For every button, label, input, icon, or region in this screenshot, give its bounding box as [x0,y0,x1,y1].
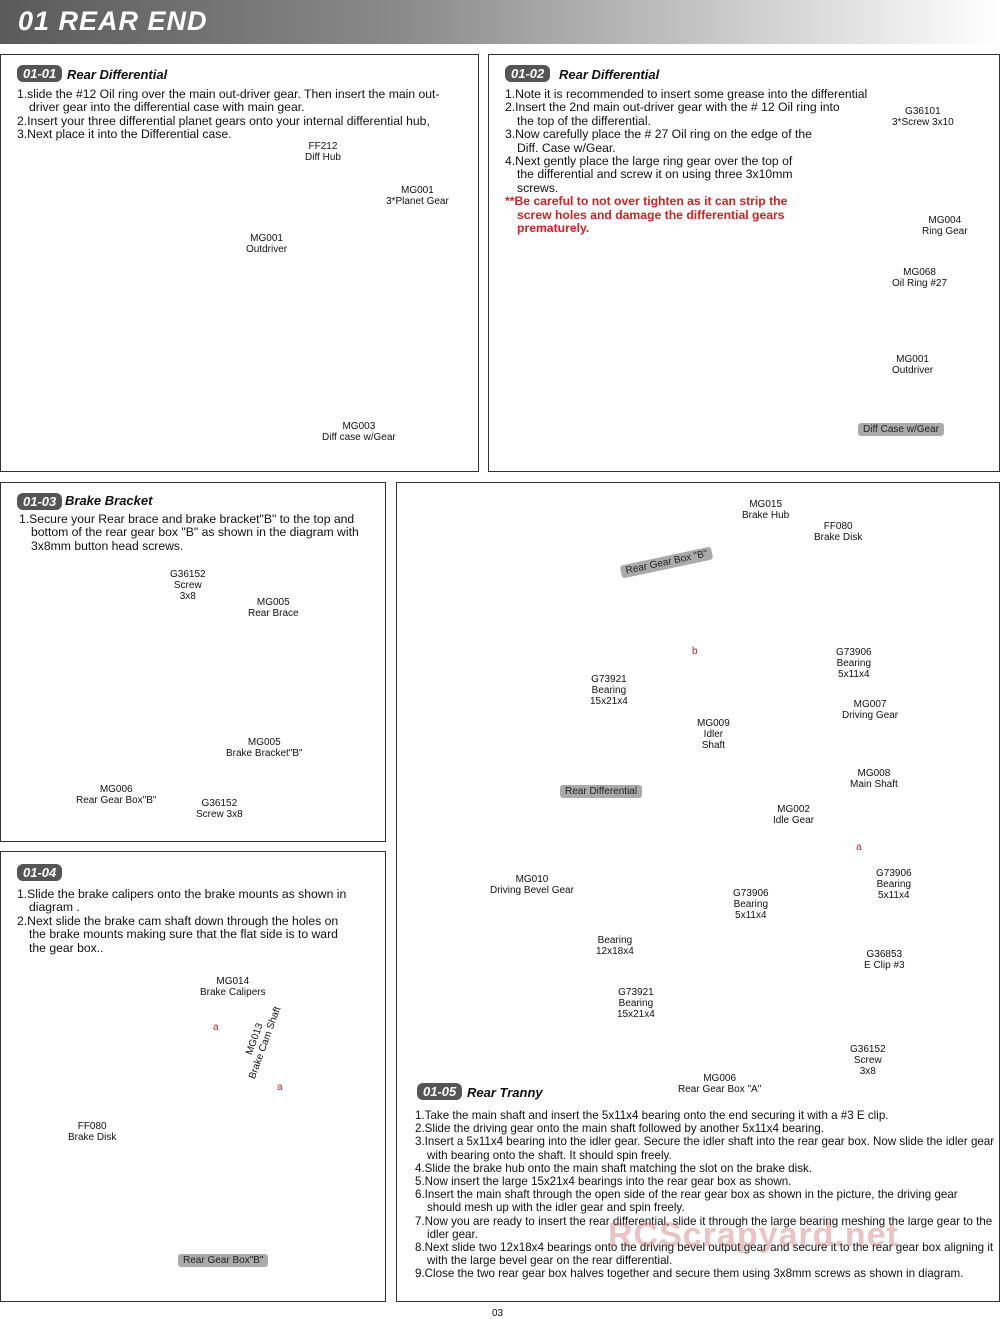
label-g36152: G36152 Screw 3x8 [850,1044,886,1077]
label-mg014: MG014 Brake Calipers [200,976,266,998]
label-mg006: MG006 Rear Gear Box "A" [678,1073,762,1095]
panel-brake-bracket: 01-03 Brake Bracket 1.Secure your Rear b… [0,482,386,842]
label-mg003: MG003 Diff case w/Gear [322,421,396,443]
step-badge: 01-05 [417,1083,463,1100]
instruction-step: 2.Slide the driving gear onto the main s… [415,1122,825,1136]
label-a: a [213,1022,219,1033]
panel-title: Rear Differential [559,67,660,82]
panel-title: Brake Bracket [65,493,153,508]
instruction-step: 5.Now insert the large 15x21x4 bearings … [415,1175,792,1189]
label-mg010: MG010 Driving Bevel Gear [490,874,574,896]
page-header: 01 REAR END [0,0,1000,44]
tag-rear-differential: Rear Differential [560,785,643,798]
instruction-step: 1.Secure your Rear brace and brake brack… [19,512,359,553]
tag-rear-gear-box-b: Rear Gear Box"B" [178,1254,269,1267]
panel-rear-differential-2: 01-02 Rear Differential 1.Note it is rec… [488,54,1000,472]
instruction-step: 1.Take the main shaft and insert the 5x1… [415,1109,889,1122]
label-ff212: FF212 Diff Hub [305,141,341,163]
instruction-list: 1.Secure your Rear brace and brake brack… [19,512,379,553]
warning-text: **Be careful to not over tighten as it c… [505,194,788,236]
page-number: 03 [492,1308,504,1319]
instruction-list: 1.slide the #12 Oil ring over the main o… [17,87,467,142]
instruction-list: 1.Take the main shaft and insert the 5x1… [415,1109,995,1281]
instruction-step: 2.Insert the 2nd main out-driver gear wi… [505,100,840,128]
label-mg004: MG004 Ring Gear [922,215,968,237]
step-badge: 01-02 [505,65,551,82]
label-bearing-12x18x4: Bearing 12x18x4 [596,935,634,957]
watermark: RCScrapyard.net [608,1216,899,1254]
label-mg005-bracket: MG005 Brake Bracket"B" [226,737,303,759]
label-ff080: FF080 Brake Disk [814,521,863,543]
instruction-step: 9.Close the two rear gear box halves tog… [415,1267,964,1281]
label-a: a [856,842,862,853]
label-grease: Grease [756,330,786,340]
label-g73906-right: G73906 Bearing 5x11x4 [876,868,912,901]
label-g36853: G36853 E Clip #3 [864,949,905,971]
instruction-step: 1.slide the #12 Oil ring over the main o… [17,87,440,115]
step-badge: 01-01 [17,65,63,82]
label-mg006: MG006 Rear Gear Box"B" [76,784,157,806]
panel-rear-tranny: 01-05 Rear Tranny 1.Take the main shaft … [396,482,1000,1302]
step-badge: 01-03 [17,493,63,510]
instruction-step: 1.Note it is recommended to insert some … [505,87,868,101]
label-b: b [692,646,698,657]
label-g73906-mid: G73906 Bearing 5x11x4 [733,888,769,921]
instruction-step: 4.Next gently place the large ring gear … [505,154,793,195]
label-mg001-planet: MG001 3*Planet Gear [386,185,449,207]
label-mg002: MG002 Idle Gear [773,804,815,826]
label-mg001: MG001 Outdriver [892,354,934,376]
label-mg009: MG009 Idler Shaft [697,718,730,751]
page-title: 01 REAR END [18,6,208,36]
label-g73921-bottom: G73921 Bearing 15x21x4 [617,987,655,1020]
panel-rear-differential-1: 01-01 Rear Differential 1.slide the #12 … [0,54,479,472]
label-mg005-brace: MG005 Rear Brace [248,597,299,619]
instruction-step: 2.Next slide the brake cam shaft down th… [17,913,339,955]
instruction-step: 2.Insert your three differential planet … [17,113,430,128]
instruction-list: 1.Note it is recommended to insert some … [505,87,935,236]
instruction-step: 7.Now you are ready to insert the rear d… [415,1214,993,1241]
instruction-step: 4.Slide the brake hub onto the main shaf… [415,1161,813,1175]
tag-diff-case: Diff Case w/Gear [858,423,944,436]
instruction-step: 3.Insert a 5x11x4 bearing into the idler… [415,1135,995,1162]
label-g36101: G36101 3*Screw 3x10 [892,106,954,128]
label-g36152-bottom: G36152 Screw 3x8 [196,798,243,820]
instruction-step: 3.Next place it into the Differential ca… [17,127,232,142]
label-g73906-top: G73906 Bearing 5x11x4 [836,647,872,680]
instruction-step: 8.Next slide two 12x18x4 bearings onto t… [415,1241,994,1268]
instruction-step: 3.Now carefully place the # 27 Oil ring … [505,127,812,155]
label-ff080: FF080 Brake Disk [68,1121,117,1143]
panel-title: Rear Tranny [467,1085,543,1100]
label-grease: Grease [340,326,370,336]
instruction-step: 6.Insert the main shaft through the open… [415,1188,958,1215]
label-mg008: MG008 Main Shaft [850,768,898,790]
instruction-step: 1.Slide the brake calipers onto the brak… [17,887,347,915]
label-mg007: MG007 Driving Gear [842,699,899,721]
instruction-list: 1.Slide the brake calipers onto the brak… [17,887,357,955]
label-a: a [277,1082,283,1093]
step-badge: 01-04 [17,864,63,881]
panel-title: Rear Differential [67,67,168,82]
label-g36152-top: G36152 Screw 3x8 [170,569,206,602]
panel-brake-calipers: 01-04 1.Slide the brake calipers onto th… [0,851,386,1302]
label-mg001-outdriver: MG001 Outdriver [246,233,288,255]
label-mg015: MG015 Brake Hub [742,499,790,521]
label-g73921-top: G73921 Bearing 15x21x4 [590,674,628,707]
label-mg068: MG068 Oil Ring #27 [892,267,948,289]
